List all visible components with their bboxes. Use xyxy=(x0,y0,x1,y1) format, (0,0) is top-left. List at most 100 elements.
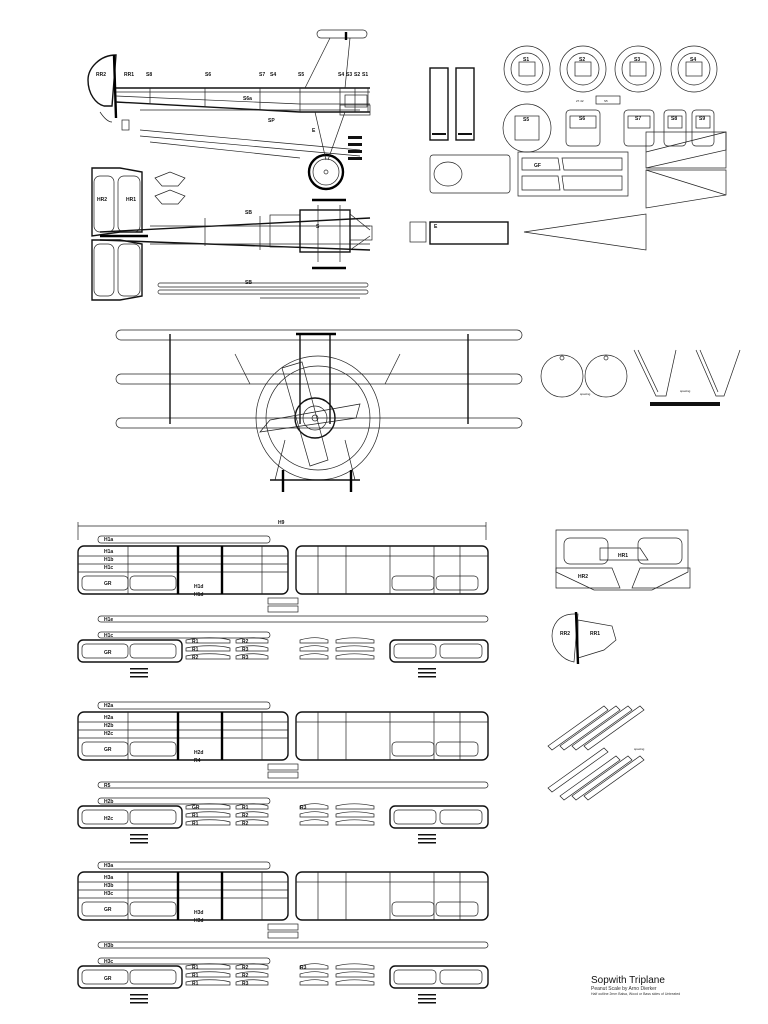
wing-part-label: H3c xyxy=(104,891,113,897)
wing-part-label: H1d xyxy=(194,584,203,590)
former-label: S7 xyxy=(635,116,641,122)
wing-part-label: R3 xyxy=(242,655,249,661)
fuselage-top-label: SB xyxy=(245,210,252,216)
wing-part-label: R2 xyxy=(242,973,249,979)
former-row2-item: S5 xyxy=(502,103,552,153)
wing-part-label: GR xyxy=(192,805,200,811)
former-row2-item: S6 xyxy=(565,109,601,147)
wing-part-label: H1a xyxy=(104,549,113,555)
former-label: S6 xyxy=(579,116,585,122)
side-panel-label: GF xyxy=(534,163,541,169)
fuselage-side-label: S4 xyxy=(338,72,344,78)
wing-part-label: GR xyxy=(104,976,112,982)
wing-part-label: R3 xyxy=(300,805,307,811)
former-4: S4 xyxy=(670,45,718,93)
fuselage-side-label: SP xyxy=(268,118,275,124)
former-label: S3 xyxy=(634,57,640,63)
wing-part-label: H3c xyxy=(104,959,113,965)
wing-part-label: R5 xyxy=(104,783,111,789)
fuselage-side-label: S5 xyxy=(298,72,304,78)
wing-part-label: R1 xyxy=(192,973,199,979)
wing-part-label: R4 xyxy=(194,758,201,764)
former-3: S3 xyxy=(614,45,662,93)
former-misc-label: S5 xyxy=(604,99,608,103)
wing-part-label: H2c xyxy=(104,731,113,737)
fuselage-side-label: S1 xyxy=(362,72,368,78)
rr1-label: RR1 xyxy=(590,631,600,637)
wing-span-dimension: H9 xyxy=(77,520,487,540)
wing-part-label: H1c xyxy=(104,565,113,571)
hr2-label: HR2 xyxy=(578,574,588,580)
fuselage-side-label: E xyxy=(312,128,316,134)
wing-part-label: R1 xyxy=(192,639,199,645)
wing-part-label: R2 xyxy=(242,813,249,819)
fuselage-side-label: S4 xyxy=(270,72,276,78)
wing-part-label: R2 xyxy=(242,639,249,645)
wing-part-label: H2b xyxy=(104,799,113,805)
wing-part-label: H3a xyxy=(104,875,113,881)
fuselage-side-label: S8 xyxy=(146,72,152,78)
fuselage-side-label: S7 xyxy=(259,72,265,78)
wing-part-label: H2a xyxy=(104,715,113,721)
fuselage-top-label: HR1 xyxy=(126,197,136,203)
fuselage-side-label: S3 xyxy=(346,72,352,78)
wheels-gear: spacing spacing xyxy=(540,349,741,406)
former-label: S8 xyxy=(671,116,677,122)
rr2-label: RR2 xyxy=(560,631,570,637)
wing-part-label: H3a xyxy=(104,863,113,869)
wing-part-label: H1c xyxy=(104,633,113,639)
wing-part-label: R1 xyxy=(192,813,199,819)
wing-part-label: H1e xyxy=(104,617,113,623)
former-2: S2 xyxy=(559,45,607,93)
former-label: S5 xyxy=(523,117,529,123)
fuselage-side-label: S2 xyxy=(354,72,360,78)
hr1-label: HR1 xyxy=(618,553,628,559)
wing-part-label: H2c xyxy=(104,816,113,822)
wing-part-label: H3b xyxy=(104,883,113,889)
wing-part-label: H2b xyxy=(104,723,113,729)
wing-part-label: H3b xyxy=(104,943,113,949)
wing-part-label: H1b xyxy=(104,557,113,563)
front-view xyxy=(115,329,523,492)
former-row-1: S1 S2 S3 S4 xyxy=(503,45,718,93)
wing-part-label: R1 xyxy=(192,821,199,827)
wing-part-label: R2 xyxy=(242,965,249,971)
fuselage-top-label: SB xyxy=(245,280,252,286)
former-row2-item: S8 xyxy=(663,109,687,147)
fuselage-top-label: S xyxy=(316,224,320,230)
plan-subtitle: Peanut Scale by Arno Dierker xyxy=(591,986,657,992)
side-panel-label: E xyxy=(434,224,438,230)
wing-part-label: GR xyxy=(104,581,112,587)
former-row2-item: S9 xyxy=(691,109,715,147)
wing-part-label: R1 xyxy=(192,965,199,971)
wing-part-label: H3d xyxy=(194,918,203,924)
former-label: S4 xyxy=(690,57,696,63)
gear-note: spacing xyxy=(580,392,591,396)
fuselage-side-label: S6 xyxy=(205,72,211,78)
former-1: S1 xyxy=(503,45,551,93)
side-panel-labels: GF E xyxy=(434,163,541,230)
former-label: S9 xyxy=(699,116,705,122)
wing-part-label: R3 xyxy=(242,647,249,653)
former-label: S1 xyxy=(523,57,529,63)
stabilizer-parts: HR1 HR2 xyxy=(555,529,691,591)
strut-note: spacing xyxy=(680,389,691,393)
wing-part-label: H2a xyxy=(104,703,113,709)
former-row2-item: S7 xyxy=(623,109,655,147)
plan-note: Half outline 2mm Balsa, Wood or Bass sid… xyxy=(591,992,681,996)
wing-part-label: H1d xyxy=(194,592,203,598)
struts-note: spacing xyxy=(634,747,645,751)
wing-part-label: GR xyxy=(104,747,112,753)
wing-part-label: R3 xyxy=(242,981,249,987)
plan-title: Sopwith Triplane xyxy=(591,975,665,986)
wing-part-label: GR xyxy=(104,650,112,656)
strut-set: spacing xyxy=(547,705,645,801)
